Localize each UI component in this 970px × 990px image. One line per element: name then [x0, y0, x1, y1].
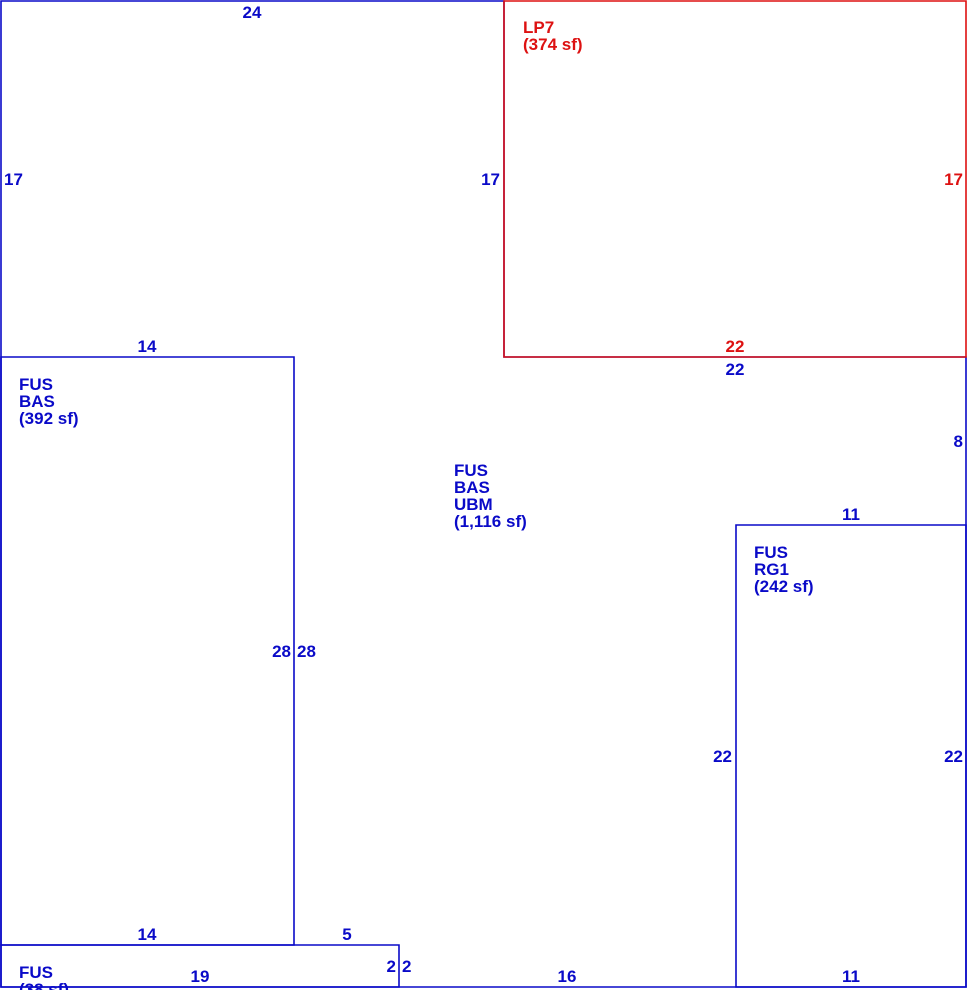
lp7-area-code: LP7: [523, 18, 554, 37]
dim-rg1-top: 11: [842, 505, 860, 524]
dim-lp7-right: 17: [944, 170, 963, 189]
dim-left-top: 14: [138, 337, 157, 356]
dim-main-bottom: 16: [558, 967, 577, 986]
left-area-size: (392 sf): [19, 409, 79, 428]
rg1-area-size: (242 sf): [754, 577, 814, 596]
rg1-area-label: FUS RG1 (242 sf): [754, 543, 814, 596]
main-area-code-3: UBM: [454, 495, 493, 514]
strip-area-outline: [0, 944, 400, 988]
area-labels: FUS BAS UBM (1,116 sf) LP7 (374 sf) FUS …: [19, 18, 814, 990]
rg1-area-code-2: RG1: [754, 560, 789, 579]
main-area-code-2: BAS: [454, 478, 490, 497]
dim-top-main: 24: [243, 3, 262, 22]
dimension-labels: 24 17 17 17 22 22 8 11 22 22 11 14 28 28…: [4, 3, 963, 986]
strip-area-label: FUS (38 sf): [19, 963, 69, 990]
dim-strip-step: 5: [342, 925, 351, 944]
rg1-area-code-1: FUS: [754, 543, 788, 562]
dim-main-left: 28: [297, 642, 316, 661]
main-area-code-1: FUS: [454, 461, 488, 480]
dim-rg1-right: 22: [944, 747, 963, 766]
dim-main-lower-top: 22: [726, 360, 745, 379]
dim-left-main: 17: [4, 170, 23, 189]
dim-lp7-bottom: 22: [726, 337, 745, 356]
left-area-outline: [0, 356, 295, 946]
dim-step-left: 2: [402, 957, 411, 976]
dim-left-bottom: 14: [138, 925, 157, 944]
strip-area-code: FUS: [19, 963, 53, 982]
strip-area-size: (38 sf): [19, 980, 69, 990]
dim-rg1-left: 22: [713, 747, 732, 766]
dim-rg1-bottom: 11: [842, 967, 860, 986]
dim-strip-bottom: 19: [191, 967, 210, 986]
rg1-area-outline: [735, 524, 967, 988]
main-area-size: (1,116 sf): [454, 512, 527, 531]
dim-inner-main: 17: [481, 170, 500, 189]
left-area-code-2: BAS: [19, 392, 55, 411]
lp7-area-label: LP7 (374 sf): [523, 18, 583, 54]
main-area-label: FUS BAS UBM (1,116 sf): [454, 461, 527, 531]
lp7-area-outline: [503, 0, 967, 358]
left-area-code-1: FUS: [19, 375, 53, 394]
dim-strip-right: 2: [387, 957, 396, 976]
dim-main-right-upper: 8: [954, 432, 963, 451]
dim-left-right: 28: [272, 642, 291, 661]
lp7-area-size: (374 sf): [523, 35, 583, 54]
left-area-label: FUS BAS (392 sf): [19, 375, 79, 428]
